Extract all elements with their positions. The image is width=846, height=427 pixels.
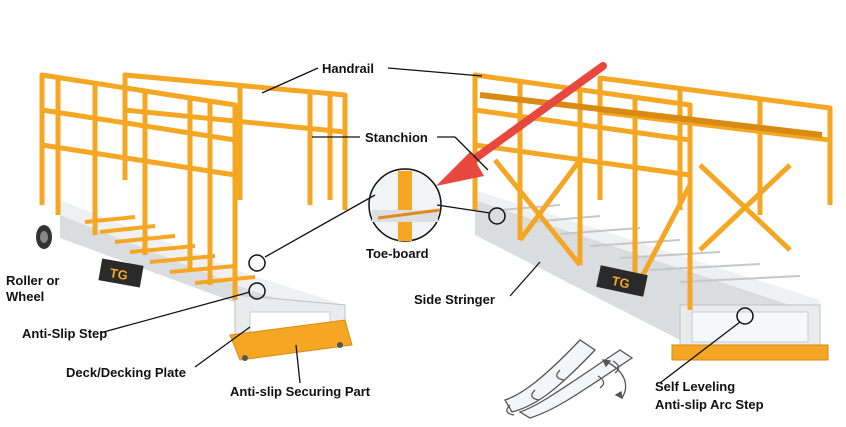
left-foot-2 xyxy=(337,342,343,348)
label-side-stringer: Side Stringer xyxy=(414,292,495,307)
right-stair-unit: TG xyxy=(472,72,833,361)
label-roller-line1: Roller or xyxy=(6,273,59,288)
left-stair-unit: TG xyxy=(36,72,353,361)
right-handrail-bar xyxy=(479,92,823,138)
red-pointer-arrow xyxy=(436,62,607,186)
leader-lines xyxy=(99,67,741,384)
arc-step-detail xyxy=(504,339,634,419)
right-brand-plate xyxy=(596,265,648,297)
toe-board-inset xyxy=(368,168,442,242)
right-brand-mark: TG xyxy=(610,273,631,291)
label-stanchion: Stanchion xyxy=(365,130,428,145)
left-brand-mark: TG xyxy=(109,265,129,283)
label-arc-step-line2: Anti-slip Arc Step xyxy=(655,397,764,412)
right-steps xyxy=(499,204,801,283)
right-front-rail xyxy=(472,72,693,310)
label-handrail: Handrail xyxy=(322,61,374,76)
left-foot-1 xyxy=(242,355,248,361)
left-front-rail xyxy=(39,72,238,300)
left-rear-rail xyxy=(122,72,348,210)
left-callout-circle-2 xyxy=(248,282,266,300)
right-diagonal-braces xyxy=(698,163,792,252)
label-securing-part: Anti-slip Securing Part xyxy=(230,384,371,399)
left-brand-plate xyxy=(98,258,144,288)
left-securing-part xyxy=(229,319,353,361)
right-deck-top xyxy=(475,190,820,315)
label-arc-step-line1: Self Leveling xyxy=(655,379,735,394)
right-callout-circle-2 xyxy=(736,307,754,325)
label-toe-board: Toe-board xyxy=(366,246,429,261)
right-securing-part xyxy=(671,344,829,361)
left-callout-circle-1 xyxy=(248,254,266,272)
label-deck-plate: Deck/Decking Plate xyxy=(66,365,186,380)
label-anti-slip-step: Anti-Slip Step xyxy=(22,326,107,341)
right-callout-circle-1 xyxy=(488,207,506,225)
label-roller-line2: Wheel xyxy=(6,289,44,304)
